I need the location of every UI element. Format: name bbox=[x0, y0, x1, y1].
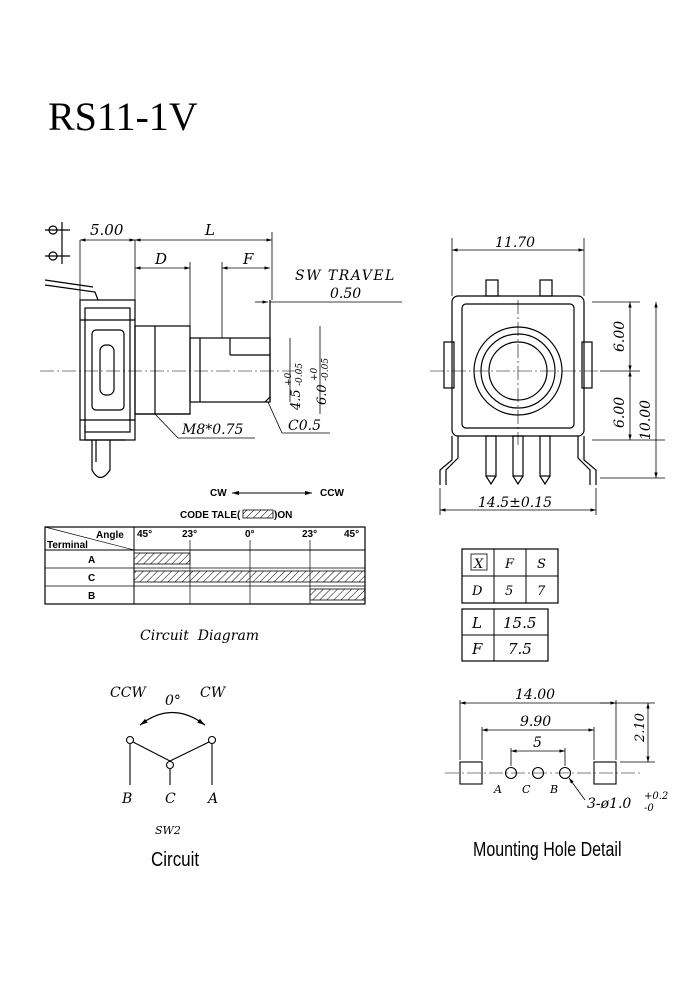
letter-x: X bbox=[473, 557, 484, 572]
dim-width-top: 11.70 bbox=[495, 235, 535, 251]
sw-travel-label: SW TRAVEL bbox=[295, 268, 396, 284]
letter-f: F bbox=[504, 557, 515, 572]
circuit-caption: Circuit bbox=[151, 848, 200, 871]
zero-degree: 0° bbox=[165, 693, 181, 709]
code-on-b bbox=[309, 588, 366, 601]
svg-text:-0.05: -0.05 bbox=[321, 358, 331, 381]
dim-height-upper: 6.00 bbox=[612, 321, 628, 352]
legend-hatch-swatch bbox=[242, 509, 274, 519]
switch-circuit bbox=[125, 712, 217, 785]
hole-spec: 3-ø1.0 bbox=[587, 796, 631, 812]
drawing-title: RS11-1V bbox=[48, 94, 198, 139]
svg-text:6.0: 6.0 bbox=[315, 384, 330, 405]
svg-text:-0.05: -0.05 bbox=[295, 363, 305, 386]
angle-2: 0° bbox=[245, 529, 255, 540]
hole-tol-up: +0.2 bbox=[644, 791, 668, 802]
row-label-b: B bbox=[88, 591, 95, 602]
header-angle: Angle bbox=[96, 530, 124, 541]
code-on-c bbox=[133, 570, 366, 583]
letter-table: X F S D 5 7 bbox=[461, 548, 559, 604]
front-view-labels: 11.70 6.00 6.00 10.00 14.5±0.15 bbox=[478, 235, 654, 511]
code-on-a bbox=[133, 552, 191, 565]
code-table: Angle Terminal 45° 23° 0° 23° 45° A C B bbox=[44, 526, 366, 605]
mounting-hole-labels: 14.00 9.90 5 2.10 A C B 3-ø1.0 +0.2 -0 M… bbox=[473, 687, 668, 860]
svg-text:4.5: 4.5 bbox=[289, 389, 304, 411]
hole-tol-dn: -0 bbox=[644, 803, 654, 814]
shaft-dia-1: 4.5 +0 -0.05 bbox=[284, 363, 305, 411]
cw-direction: CW bbox=[200, 685, 227, 701]
dim-F: F bbox=[242, 250, 254, 268]
side-view-labels: 5.00 L D F SW TRAVEL 0.50 M8*0.75 C0.5 4… bbox=[90, 221, 396, 438]
cw-label: CW bbox=[210, 488, 227, 499]
ccw-label: CCW bbox=[320, 488, 344, 499]
row-label-a: A bbox=[88, 555, 95, 566]
side-view bbox=[40, 222, 300, 479]
svg-text:+0: +0 bbox=[310, 367, 320, 381]
legend-suffix: )ON bbox=[274, 510, 292, 521]
hole-a: A bbox=[493, 783, 502, 796]
switch-circuit-labels: CCW 0° CW B C A SW2 Circuit bbox=[110, 685, 227, 870]
mounting-caption: Mounting Hole Detail bbox=[473, 838, 622, 860]
mounting-hole-detail bbox=[445, 700, 655, 801]
dim-L: L bbox=[204, 221, 215, 239]
row-label-c: C bbox=[88, 573, 95, 584]
value-table: L 15.5 F 7.5 bbox=[461, 608, 549, 662]
front-view-dimensions bbox=[439, 238, 665, 515]
code-table-header: CW CCW CODE TALE( )ON bbox=[180, 488, 344, 521]
dim-5: 5.00 bbox=[90, 221, 124, 239]
dim-210: 2.10 bbox=[633, 713, 648, 743]
angle-0: 45° bbox=[137, 529, 152, 540]
hole-c: C bbox=[522, 783, 531, 796]
param-f: F bbox=[471, 640, 483, 658]
letter-s: S bbox=[537, 557, 546, 572]
sw2-label: SW2 bbox=[155, 824, 181, 837]
shaft-dia-2: 6.0 +0 -0.05 bbox=[310, 358, 331, 405]
angle-1: 23° bbox=[182, 529, 197, 540]
legend-prefix: CODE TALE( bbox=[180, 510, 241, 521]
front-view bbox=[430, 279, 600, 486]
param-l: L bbox=[471, 614, 482, 632]
hole-b: B bbox=[549, 783, 558, 796]
dim-height-lower: 6.00 bbox=[612, 397, 628, 428]
terminal-a: A bbox=[206, 791, 218, 807]
angle-4: 45° bbox=[344, 529, 359, 540]
terminal-b: B bbox=[121, 791, 132, 807]
value-5: 5 bbox=[505, 584, 513, 599]
chamfer-spec: C0.5 bbox=[288, 418, 321, 434]
dim-5-spacing: 5 bbox=[533, 735, 542, 751]
dim-14: 14.00 bbox=[515, 687, 555, 703]
param-f-value: 7.5 bbox=[508, 640, 532, 658]
dim-width-bottom: 14.5±0.15 bbox=[478, 495, 552, 511]
param-l-value: 15.5 bbox=[503, 614, 536, 632]
dim-990: 9.90 bbox=[520, 714, 551, 730]
terminal-c: C bbox=[165, 791, 176, 807]
dim-height-total: 10.00 bbox=[638, 400, 654, 440]
side-view-dimensions bbox=[79, 232, 402, 439]
sw-travel-value: 0.50 bbox=[330, 286, 361, 302]
ccw-direction: CCW bbox=[110, 685, 147, 701]
svg-text:+0: +0 bbox=[284, 372, 294, 386]
letter-d: D bbox=[471, 584, 483, 599]
circuit-diagram-caption: Circuit Diagram bbox=[140, 628, 259, 644]
thread-spec: M8*0.75 bbox=[181, 422, 244, 438]
header-terminal: Terminal bbox=[47, 540, 88, 551]
value-7: 7 bbox=[537, 584, 546, 599]
angle-3: 23° bbox=[302, 529, 317, 540]
dim-D: D bbox=[154, 250, 167, 268]
